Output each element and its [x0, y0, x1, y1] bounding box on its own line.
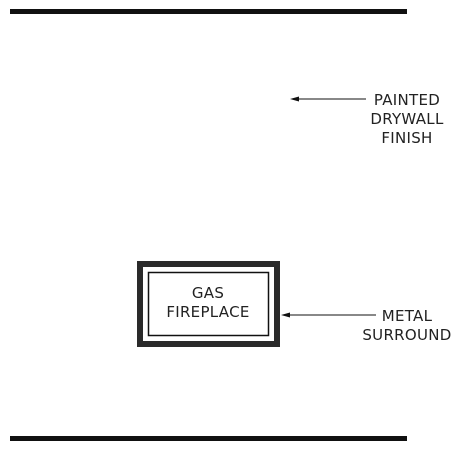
finish-label-line3: FINISH: [381, 129, 432, 147]
finish-label-line1: PAINTED: [374, 91, 440, 109]
fireplace-opening: [147, 271, 270, 337]
finish-label-line2: DRYWALL: [370, 110, 444, 128]
surround-label-line2: SURROUND: [362, 326, 451, 344]
gas-fireplace: GAS FIREPLACE: [137, 261, 280, 347]
finish-arrowhead-icon: [290, 96, 299, 102]
ceiling-line: [10, 9, 407, 14]
fireplace-label-line2: FIREPLACE: [166, 303, 249, 321]
surround-label-line1: METAL: [382, 307, 433, 325]
finish-callout: PAINTED DRYWALL FINISH: [290, 91, 444, 147]
surround-arrowhead-icon: [281, 312, 290, 318]
surround-callout: METAL SURROUND: [281, 307, 451, 344]
floor-line: [10, 436, 407, 441]
fireplace-label-line1: GAS: [192, 284, 224, 302]
